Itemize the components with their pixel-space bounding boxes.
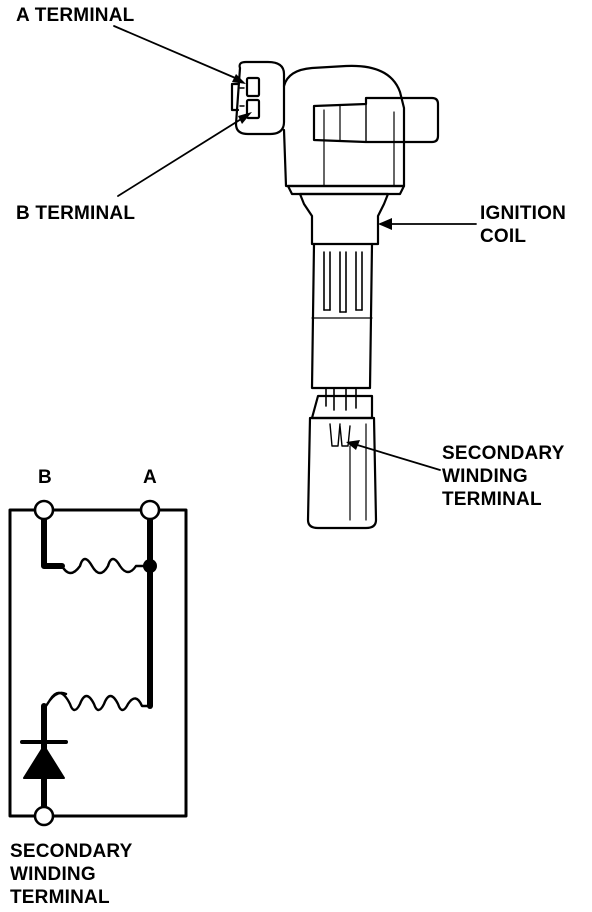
secondary-top-line-2: WINDING — [442, 466, 528, 487]
coil-head-flange — [286, 184, 406, 196]
node-secondary-terminal — [33, 805, 55, 827]
a-terminal-arrowhead — [232, 74, 246, 84]
b-terminal-arrowhead — [238, 112, 252, 124]
connector-latch-detail — [239, 87, 245, 107]
leader-arrows — [113, 25, 477, 471]
diode-triangle — [23, 745, 65, 779]
secondary-bottom-line-2: WINDING — [10, 864, 96, 885]
b-terminal-label: B TERMINAL — [16, 203, 136, 224]
coil-head-body — [282, 64, 406, 188]
ignition-coil-label-line-2: COIL — [480, 226, 527, 247]
coil-shaft-ribs — [323, 251, 363, 313]
coil-schematic — [8, 499, 188, 827]
secondary-winding-terminal-label-top: SECONDARY WINDING TERMINAL — [442, 442, 565, 511]
connector-pin-a — [245, 76, 261, 98]
node-b-label: B — [38, 467, 52, 488]
primary-winding-coil — [60, 557, 152, 575]
b-terminal-leader — [117, 115, 247, 197]
connector-latch — [230, 82, 240, 112]
a-terminal-leader — [113, 25, 241, 81]
node-a-terminal — [139, 499, 161, 521]
secondary-top-line-3: TERMINAL — [442, 489, 542, 510]
junction-dot — [143, 559, 157, 573]
ignition-coil-label: IGNITION COIL — [480, 202, 566, 248]
a-terminal-label: A TERMINAL — [16, 5, 135, 26]
schematic-frame — [8, 508, 188, 818]
secondary-bottom-line-3: TERMINAL — [10, 887, 110, 908]
secondary-bottom-line-1: SECONDARY — [10, 841, 133, 862]
ignition-coil-illustration — [230, 60, 440, 530]
connector-housing — [234, 60, 286, 136]
secondary-terminal-arrowhead — [346, 440, 360, 450]
primary-winding-lead-b — [41, 517, 65, 569]
coil-terminal-cup — [306, 416, 378, 530]
mounting-tab — [312, 96, 440, 144]
coil-spring-cup — [310, 394, 374, 420]
secondary-winding-coil — [44, 691, 152, 712]
coil-boot-collar — [298, 192, 390, 246]
secondary-winding-terminal-label-bottom: SECONDARY WINDING TERMINAL — [10, 840, 133, 909]
connector-pin-b — [245, 98, 261, 120]
ignition-coil-arrowhead — [378, 218, 392, 230]
secondary-terminal-leader — [353, 443, 441, 471]
node-a-label: A — [143, 467, 157, 488]
secondary-top-line-1: SECONDARY — [442, 443, 565, 464]
coil-shaft — [310, 242, 374, 390]
node-b-terminal — [33, 499, 55, 521]
ignition-coil-label-line-1: IGNITION — [480, 203, 567, 224]
